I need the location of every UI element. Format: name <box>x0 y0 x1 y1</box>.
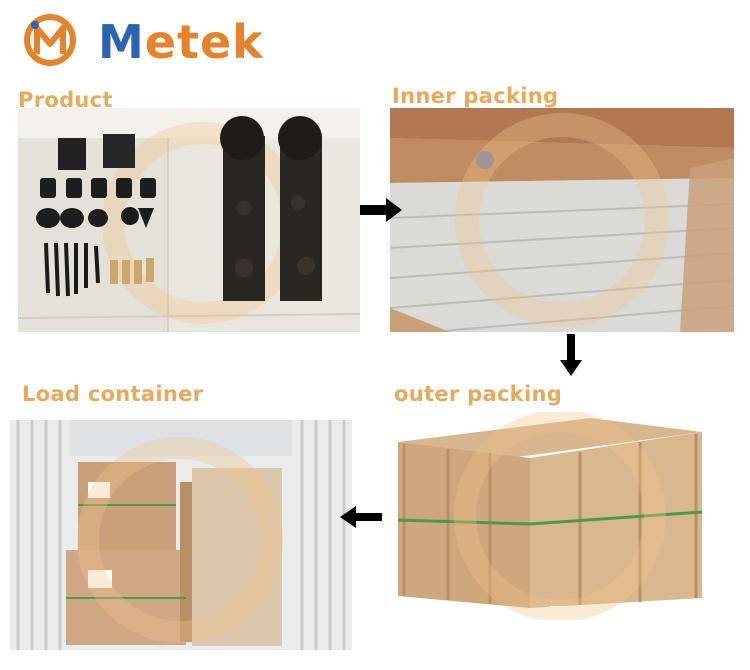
arrow-right-icon <box>360 198 402 222</box>
step-label-outer-packing: outer packing <box>394 382 563 406</box>
brand-name-first: M <box>98 15 145 69</box>
arrow-left-icon <box>340 506 382 528</box>
logo-mark-icon <box>24 14 76 66</box>
load-container-photo <box>10 420 352 650</box>
outer-packing-photo <box>390 412 736 620</box>
step-label-load-container: Load container <box>22 382 204 406</box>
product-photo <box>18 108 360 332</box>
inner-packing-photo <box>390 108 734 332</box>
brand-logo: Metek <box>22 12 292 72</box>
arrow-down-icon <box>560 334 582 376</box>
brand-name: Metek <box>98 14 264 70</box>
brand-name-rest: etek <box>144 15 264 69</box>
step-label-inner-packing: Inner packing <box>392 84 559 108</box>
